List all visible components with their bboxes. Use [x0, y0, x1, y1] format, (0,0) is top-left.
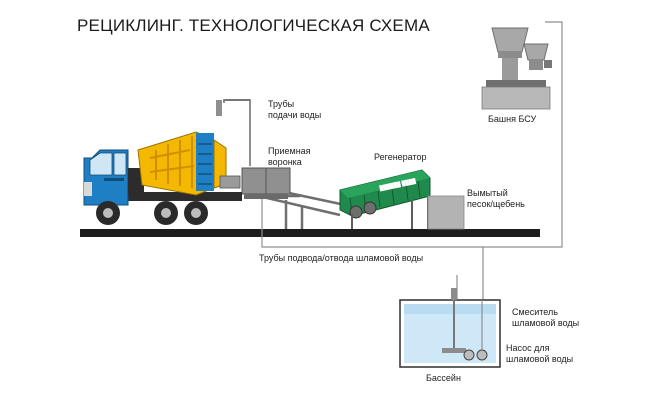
mixer-icon: [442, 288, 466, 353]
basin-label: Бассейн: [426, 373, 461, 383]
slurry-pipes-label: Трубы подвода/отвода шламовой воды: [259, 253, 424, 263]
truck-icon: [83, 131, 242, 225]
regenerator: ██████ ████: [339, 169, 431, 229]
page-title: РЕЦИКЛИНГ. ТЕХНОЛОГИЧЕСКАЯ СХЕМА: [77, 16, 430, 35]
receiving-hopper: [241, 167, 291, 199]
truck-wheels: [96, 201, 208, 225]
washed-sand-bin: [427, 195, 465, 230]
pump-icon: [463, 300, 488, 361]
tower-label: Башня БСУ: [488, 114, 537, 124]
mixer-drum-icon: [137, 131, 241, 196]
basin: [399, 288, 501, 368]
bsu-tower: [481, 27, 552, 110]
regenerator-label: Регенератор: [374, 152, 427, 162]
ground-line: [80, 229, 540, 237]
